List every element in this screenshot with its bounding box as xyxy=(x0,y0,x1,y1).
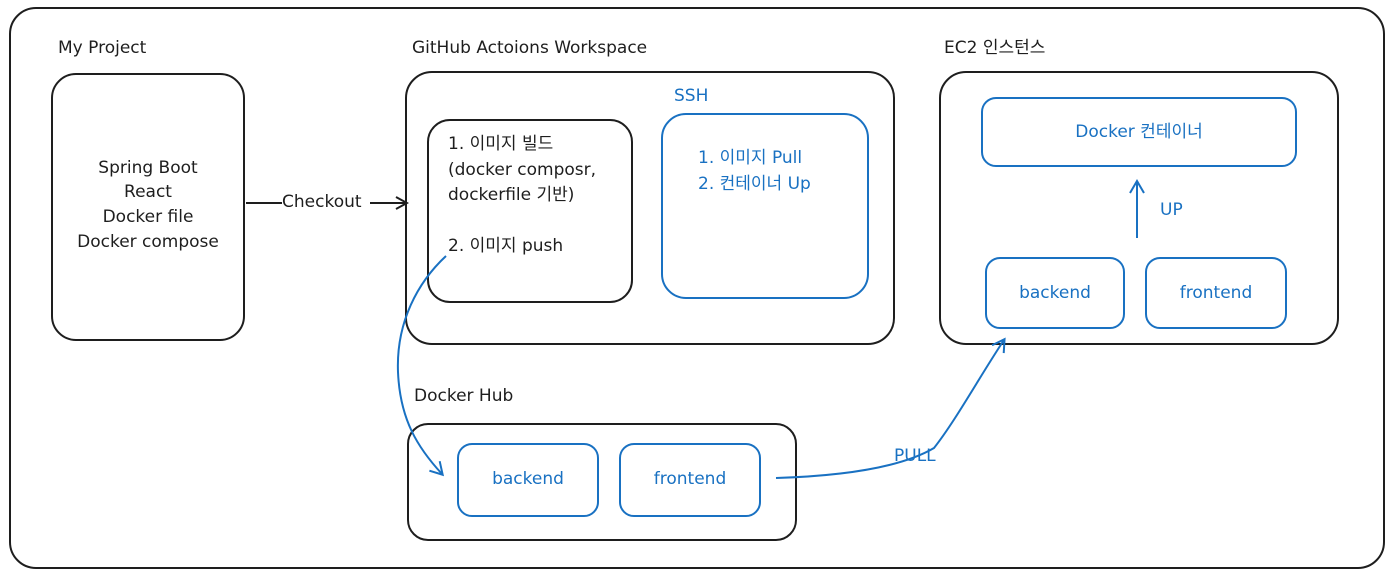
up-label: UP xyxy=(1160,200,1183,220)
pull-label: PULL xyxy=(894,446,936,466)
ssh-step-2: 2. 컨테이너 Up xyxy=(698,174,811,194)
checkout-label: Checkout xyxy=(282,192,362,212)
my-project-title: My Project xyxy=(58,38,147,58)
docker-container-label: Docker 컨테이너 xyxy=(1075,122,1203,142)
build-step-2: 2. 이미지 push xyxy=(448,236,564,256)
ec2-box xyxy=(939,71,1339,345)
project-item-compose: Docker compose xyxy=(77,232,219,252)
docker-container-box xyxy=(981,97,1297,167)
project-item-react: React xyxy=(124,182,172,202)
push-arrow xyxy=(396,255,447,477)
build-box xyxy=(427,119,633,303)
ec2-backend-box xyxy=(985,257,1125,329)
workspace-title: GitHub Actoions Workspace xyxy=(412,38,648,58)
project-item-spring: Spring Boot xyxy=(98,158,198,178)
ec2-frontend-label: frontend xyxy=(1179,283,1253,303)
project-item-dockerfile: Docker file xyxy=(102,207,194,227)
ssh-label: SSH xyxy=(674,86,709,106)
build-step-1-detail-a: (docker composr, xyxy=(448,160,597,180)
project-box xyxy=(51,73,245,341)
hub-frontend-box xyxy=(619,443,761,517)
docker-hub-box xyxy=(407,423,797,541)
hub-frontend-label: frontend xyxy=(653,469,727,489)
ssh-box xyxy=(661,113,869,299)
build-step-1: 1. 이미지 빌드 xyxy=(448,134,554,154)
hub-backend-box xyxy=(457,443,599,517)
docker-hub-title: Docker Hub xyxy=(414,386,514,406)
ec2-backend-label: backend xyxy=(1019,283,1091,303)
ec2-frontend-box xyxy=(1145,257,1287,329)
outer-frame xyxy=(9,7,1385,569)
pull-arrow xyxy=(775,337,1006,479)
workspace-box xyxy=(405,71,895,345)
ec2-title: EC2 인스턴스 xyxy=(944,38,1046,58)
ssh-step-1: 1. 이미지 Pull xyxy=(698,148,803,168)
build-step-1-detail-b: dockerfile 기반) xyxy=(448,185,575,205)
hub-backend-label: backend xyxy=(492,469,564,489)
